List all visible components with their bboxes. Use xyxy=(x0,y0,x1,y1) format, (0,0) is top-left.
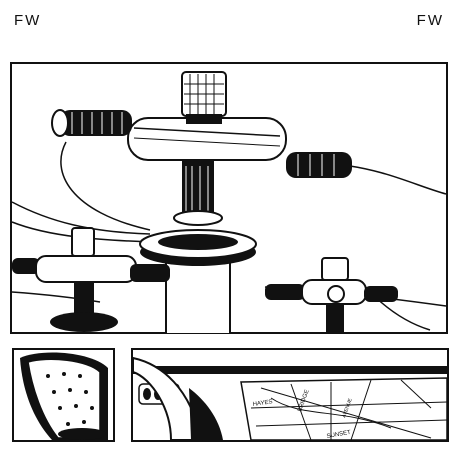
left-insulator-assembly xyxy=(12,227,170,332)
right-insulator-assembly xyxy=(265,257,398,332)
dashboard-trim xyxy=(133,366,447,374)
large-insulator-assembly xyxy=(51,71,352,334)
map-label-sunset: SUNSET xyxy=(326,430,351,440)
illustration-power-lines xyxy=(10,62,448,334)
seat-buttons xyxy=(46,372,94,426)
map-label-hayes: HAYES xyxy=(252,399,273,408)
cover-mark-right: FW xyxy=(416,12,444,29)
steering-wheel xyxy=(132,356,203,441)
illustration-dashboard-map: HAYES BRIDGE AVENUE SUNSET xyxy=(131,348,449,442)
cover-mark-left: FW xyxy=(14,12,42,29)
illustration-car-seat xyxy=(12,348,115,442)
road-map: HAYES BRIDGE AVENUE SUNSET xyxy=(240,377,448,441)
